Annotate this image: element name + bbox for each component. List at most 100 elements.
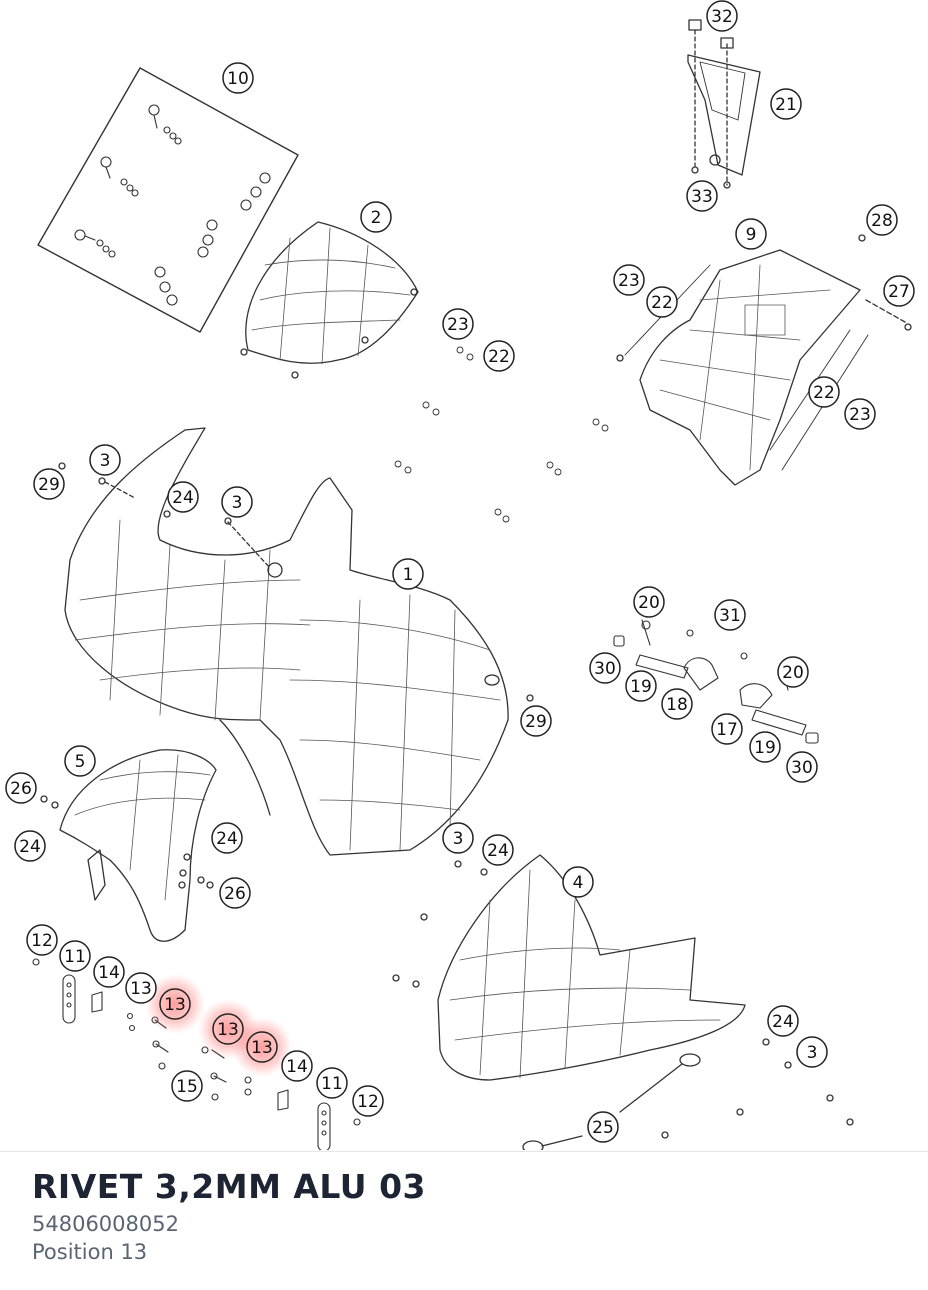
callout-circle <box>89 444 121 476</box>
divider <box>0 1151 928 1152</box>
callout-circle <box>211 822 243 854</box>
part-4-bellypan <box>392 854 854 1150</box>
callout-circle <box>562 866 594 898</box>
callout-22[interactable]: 22 <box>646 286 678 318</box>
callout-3[interactable]: 3 <box>221 486 253 518</box>
callout-2[interactable]: 2 <box>360 201 392 233</box>
callout-23[interactable]: 23 <box>613 264 645 296</box>
callout-13[interactable]: 13 <box>125 972 157 1004</box>
callout-label: 20 <box>638 593 660 613</box>
callout-17[interactable]: 17 <box>711 713 743 745</box>
callout-circle <box>14 830 46 862</box>
callout-label: 2 <box>371 208 382 228</box>
callout-15[interactable]: 15 <box>171 1070 203 1102</box>
callout-label: 23 <box>849 405 871 425</box>
callout-5[interactable]: 5 <box>64 745 96 777</box>
callout-circle <box>844 398 876 430</box>
callout-circle <box>735 218 767 250</box>
callout-label: 9 <box>746 225 757 245</box>
callout-32[interactable]: 32 <box>706 0 738 32</box>
callout-22[interactable]: 22 <box>483 340 515 372</box>
callout-11[interactable]: 11 <box>59 940 91 972</box>
callout-circle <box>93 956 125 988</box>
callout-label: 22 <box>488 347 510 367</box>
callout-3[interactable]: 3 <box>442 822 474 854</box>
callout-label: 32 <box>711 7 733 27</box>
callout-19[interactable]: 19 <box>625 670 657 702</box>
callout-circle <box>442 822 474 854</box>
callout-circle <box>770 88 802 120</box>
callout-22[interactable]: 22 <box>808 376 840 408</box>
callout-circle <box>866 204 898 236</box>
callout-highlighted-13[interactable]: 13 <box>212 1013 244 1045</box>
callout-circle <box>64 745 96 777</box>
callout-31[interactable]: 31 <box>714 599 746 631</box>
callout-highlighted-13[interactable]: 13 <box>159 988 191 1020</box>
callout-28[interactable]: 28 <box>866 204 898 236</box>
callout-23[interactable]: 23 <box>844 398 876 430</box>
callout-label: 3 <box>100 451 111 471</box>
callout-10[interactable]: 10 <box>222 62 254 94</box>
callout-24[interactable]: 24 <box>767 1005 799 1037</box>
callout-25[interactable]: 25 <box>587 1111 619 1143</box>
callout-24[interactable]: 24 <box>482 834 514 866</box>
callout-circle <box>360 201 392 233</box>
callout-label: 18 <box>666 695 688 715</box>
callout-label: 26 <box>224 884 246 904</box>
callout-label: 24 <box>772 1012 794 1032</box>
callout-1[interactable]: 1 <box>392 558 424 590</box>
callout-label: 22 <box>651 293 673 313</box>
callout-label: 11 <box>321 1074 343 1094</box>
callout-27[interactable]: 27 <box>883 275 915 307</box>
callout-circle <box>661 688 693 720</box>
callout-label: 3 <box>232 493 243 513</box>
callout-circle <box>633 586 665 618</box>
callout-label: 3 <box>807 1043 818 1063</box>
callout-23[interactable]: 23 <box>442 308 474 340</box>
callout-29[interactable]: 29 <box>33 468 65 500</box>
callout-label: 26 <box>10 779 32 799</box>
callout-highlighted-13[interactable]: 13 <box>246 1031 278 1063</box>
callout-26[interactable]: 26 <box>5 772 37 804</box>
callout-26[interactable]: 26 <box>219 877 251 909</box>
callout-29[interactable]: 29 <box>520 705 552 737</box>
callout-24[interactable]: 24 <box>14 830 46 862</box>
callout-33[interactable]: 33 <box>686 180 718 212</box>
callout-21[interactable]: 21 <box>770 88 802 120</box>
connector-clusters <box>394 346 609 523</box>
callout-11[interactable]: 11 <box>316 1067 348 1099</box>
callout-label: 29 <box>38 475 60 495</box>
callout-20[interactable]: 20 <box>777 656 809 688</box>
callout-label: 30 <box>791 758 813 778</box>
callout-30[interactable]: 30 <box>786 751 818 783</box>
callout-label: 21 <box>775 95 797 115</box>
callout-20[interactable]: 20 <box>633 586 665 618</box>
callout-circle <box>59 940 91 972</box>
callout-3[interactable]: 3 <box>89 444 121 476</box>
callout-circle <box>219 877 251 909</box>
callout-12[interactable]: 12 <box>26 924 58 956</box>
callout-label: 15 <box>176 1077 198 1097</box>
callout-18[interactable]: 18 <box>661 688 693 720</box>
callout-label: 20 <box>782 663 804 683</box>
part-title: RIVET 3,2MM ALU 03 <box>32 1167 426 1206</box>
callout-label: 12 <box>31 931 53 951</box>
callout-label: 10 <box>227 69 249 89</box>
callout-14[interactable]: 14 <box>93 956 125 988</box>
callout-24[interactable]: 24 <box>167 481 199 513</box>
callout-14[interactable]: 14 <box>281 1050 313 1082</box>
callout-circle <box>316 1067 348 1099</box>
callout-label: 30 <box>594 659 616 679</box>
callout-19[interactable]: 19 <box>749 731 781 763</box>
callout-label: 14 <box>286 1057 308 1077</box>
callout-3[interactable]: 3 <box>796 1036 828 1068</box>
callout-circle <box>587 1111 619 1143</box>
callout-4[interactable]: 4 <box>562 866 594 898</box>
highlight-glows <box>145 974 292 1077</box>
callout-label: 19 <box>630 677 652 697</box>
callout-12[interactable]: 12 <box>352 1085 384 1117</box>
callout-9[interactable]: 9 <box>735 218 767 250</box>
callout-24[interactable]: 24 <box>211 822 243 854</box>
callout-30[interactable]: 30 <box>589 652 621 684</box>
callout-circle <box>33 468 65 500</box>
